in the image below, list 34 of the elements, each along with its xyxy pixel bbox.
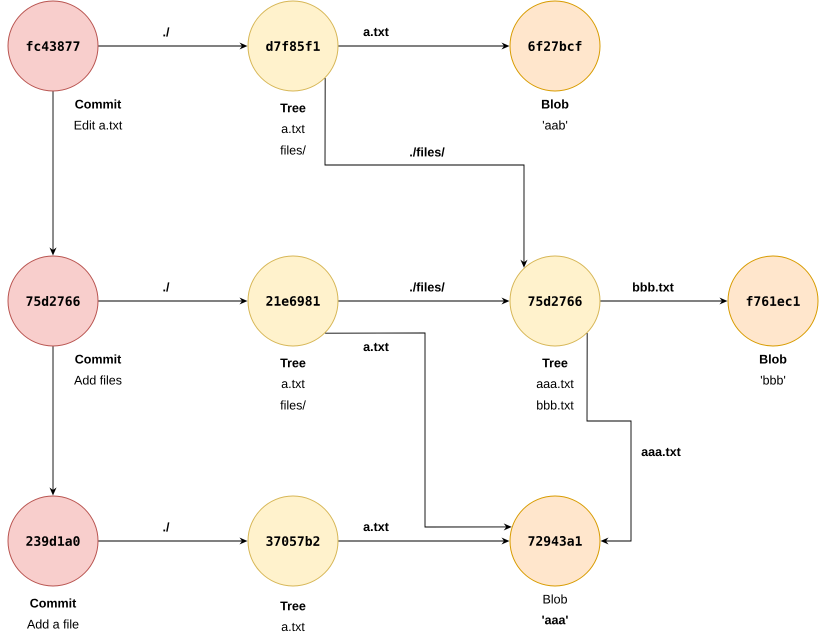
node-caption: a.txt xyxy=(282,124,305,134)
edge-label: bbb.txt xyxy=(631,281,675,293)
arrow xyxy=(586,332,632,545)
node-caption: Tree xyxy=(280,104,306,112)
edge-label: a.txt xyxy=(362,522,390,532)
node-caption: aaa.txt xyxy=(536,380,574,388)
edge-label: a.txt xyxy=(362,26,390,38)
node-caption: files/ xyxy=(280,400,306,410)
node-caption: bbb.txt xyxy=(537,400,574,410)
node-caption: Commit xyxy=(30,598,76,608)
node-caption: files/ xyxy=(280,145,306,155)
node-caption: 'bbb' xyxy=(760,375,786,385)
node-caption: Blob xyxy=(542,99,568,109)
edge-label: ./files/ xyxy=(408,146,446,158)
node-caption: Commit xyxy=(75,99,122,109)
edge-label: ./ xyxy=(162,521,170,533)
node-caption: Edit a.txt xyxy=(74,120,122,130)
node-caption: a.txt xyxy=(282,622,305,632)
node-caption: a.txt xyxy=(282,380,305,388)
node-caption: 'aab' xyxy=(542,120,568,130)
node-caption: Tree xyxy=(280,602,306,610)
node-caption: Blob xyxy=(544,594,567,604)
edge-label: a.txt xyxy=(362,342,390,352)
edge-label: aaa.txt xyxy=(640,446,682,458)
node-caption: Tree xyxy=(542,358,568,368)
node-caption: Add files xyxy=(74,375,122,385)
edge-label: ./ xyxy=(162,281,170,293)
node-caption: Commit xyxy=(75,354,122,364)
edge-label: ./files/ xyxy=(408,281,446,293)
node-caption: 'aaa' xyxy=(542,616,568,624)
node-caption: Add a file xyxy=(26,619,78,629)
node-caption: Tree xyxy=(280,358,306,368)
node-caption: Blob xyxy=(760,354,786,364)
edge-label: ./ xyxy=(162,26,170,38)
